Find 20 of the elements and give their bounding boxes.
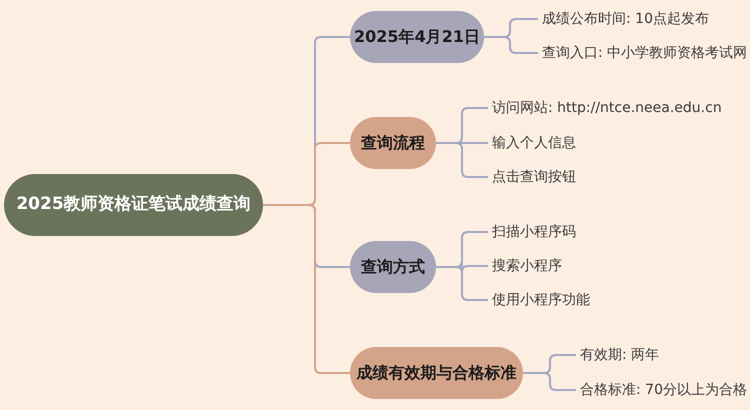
branch-topic: 查询流程: [350, 117, 436, 169]
connector-line: [484, 36, 538, 54]
leaf-text: 访问网站: http://ntce.neea.edu.cn: [488, 98, 726, 118]
leaf-text: 搜索小程序: [488, 256, 566, 276]
connector-line: [263, 204, 350, 374]
leaf-text: 点击查询按钮: [488, 167, 580, 187]
leaf-text: 使用小程序功能: [488, 290, 594, 310]
leaf-text: 合格标准: 70分以上为合格: [576, 380, 750, 400]
central-topic: 2025教师资格证笔试成绩查询: [4, 174, 263, 236]
connector-line: [436, 142, 488, 178]
connector-line: [523, 372, 576, 391]
branch-topic: 查询方式: [350, 241, 436, 293]
leaf-text: 有效期: 两年: [576, 345, 664, 365]
branch-topic: 2025年4月21日: [350, 11, 484, 63]
leaf-text: 扫描小程序码: [488, 222, 580, 242]
leaf-text: 成绩公布时间: 10点起发布: [538, 9, 713, 29]
branch-topic: 成绩有效期与合格标准: [350, 347, 523, 399]
leaf-text: 查询入口: 中小学教师资格考试网: [538, 43, 750, 63]
leaf-text: 输入个人信息: [488, 133, 580, 153]
connector-line: [436, 266, 488, 301]
